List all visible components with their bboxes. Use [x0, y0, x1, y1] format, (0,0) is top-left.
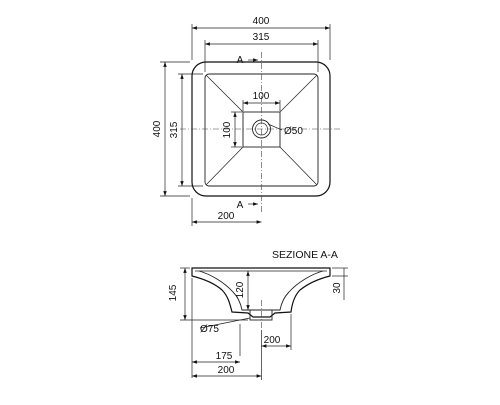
- dim-total-height: 145: [168, 284, 179, 301]
- leader-drain-diameter: [267, 123, 283, 131]
- slope-line-tl: [205, 74, 244, 113]
- section-bowl-curve: [198, 270, 324, 311]
- dim-half-width-right: 200: [264, 335, 281, 346]
- dim-width-inner: 315: [253, 32, 270, 43]
- section-title: SEZIONE A-A: [272, 249, 338, 261]
- dim-half-width: 200: [218, 211, 235, 222]
- dim-offset-left: 175: [216, 351, 233, 362]
- dim-inner-depth: 120: [235, 281, 246, 298]
- section-profile: [191, 267, 331, 318]
- dim-drain-box-height: 100: [222, 121, 233, 138]
- slope-line-tr: [279, 74, 318, 113]
- slope-line-br: [279, 146, 318, 186]
- dim-drain-diameter: Ø50: [284, 126, 303, 137]
- dim-height-overall: 400: [152, 120, 163, 137]
- dim-height-inner: 315: [169, 121, 180, 138]
- dim-outlet-diameter: Ø75: [200, 324, 219, 335]
- dim-width-overall: 400: [253, 16, 270, 27]
- section-marker-bottom: A: [237, 200, 244, 211]
- leader-outlet-diameter: [199, 317, 251, 329]
- dim-drain-box-width: 100: [253, 91, 270, 102]
- section-view: SEZIONE A-A 145 120 30 Ø75 200: [168, 249, 348, 380]
- dim-rim-height: 30: [332, 282, 343, 294]
- section-marker-top: A: [237, 55, 244, 66]
- slope-line-bl: [205, 146, 244, 186]
- plan-view: 400 315 A 400 315 100 100 Ø50: [152, 16, 342, 226]
- dim-half-width-bottom: 200: [218, 365, 235, 376]
- section-drain-outlet: [249, 309, 273, 321]
